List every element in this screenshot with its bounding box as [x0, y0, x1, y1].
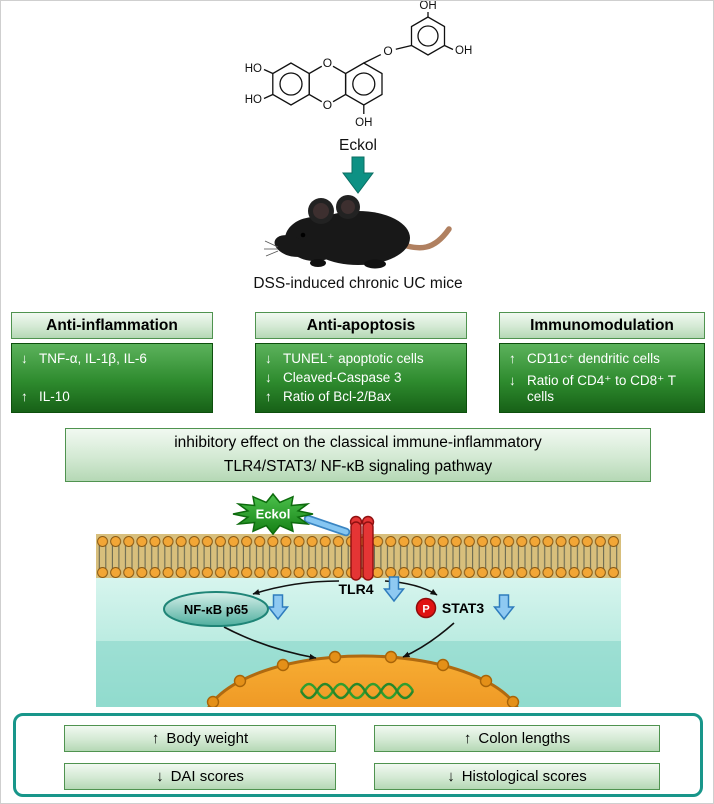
downregulation-arrow-icon [266, 594, 290, 621]
outcome-box: ↓ Histological scores [374, 763, 660, 790]
outcomes-panel: ↑ Body weight ↑ Colon lengths ↓ DAI scor… [13, 713, 703, 797]
panel-body: ↑ CD11c⁺ dendritic cells ↓ Ratio of CD4⁺… [499, 343, 705, 413]
nuclear-pores [206, 650, 520, 707]
outcome-box: ↑ Colon lengths [374, 725, 660, 752]
panel-item: ↓ Cleaved-Caspase 3 [265, 370, 457, 386]
nfkb-label: NF-κB p65 [184, 602, 248, 617]
panel-item: ↓ TUNEL⁺ apoptotic cells [265, 351, 457, 367]
panel-body: ↓ TNF-α, IL-1β, IL-6 ↑ IL-10 [11, 343, 213, 413]
phospho-label: P [422, 604, 429, 616]
panel-item-text: TUNEL⁺ apoptotic cells [283, 351, 424, 366]
panel-item: ↓ TNF-α, IL-1β, IL-6 [21, 351, 203, 367]
hydroxyl-label-left: HO [245, 63, 262, 75]
tlr4-receptor [349, 515, 375, 581]
cell-signaling-diagram: Eckol TLR4 NF-κB p65 P STAT3 [96, 492, 621, 707]
decrease-arrow-text: ↓ [447, 768, 455, 785]
panel-item: ↓ Ratio of CD4⁺ to CD8⁺ T cells [509, 373, 695, 405]
outcome-text: Body weight [166, 730, 249, 747]
hydroxyl-label-lower-left: HO [245, 94, 262, 106]
eckol-structure-drawing: O O O OH OH HO HO OH [245, 1, 473, 129]
oxygen-halo [381, 44, 395, 58]
hydroxyl-label-right: OH [455, 45, 472, 57]
effect-panel-immunomodulation: Immunomodulation ↑ CD11c⁺ dendritic cell… [499, 312, 705, 413]
hydroxyl-label-top: OH [419, 0, 436, 12]
panel-item-text: Ratio of Bcl-2/Bax [283, 388, 392, 404]
panel-item-text: Cleaved-Caspase 3 [283, 369, 402, 385]
increase-arrow-text: ↑ [463, 730, 472, 747]
outcome-text: Histological scores [461, 768, 587, 785]
mouse-photo [264, 195, 452, 269]
downregulation-arrow-icon [382, 576, 406, 603]
panel-item-text: IL-10 [39, 388, 70, 404]
panel-title: Immunomodulation [499, 312, 705, 339]
outcome-box: ↓ DAI scores [64, 763, 336, 790]
decrease-arrow-text: ↓ [509, 372, 516, 388]
pathway-summary-line2: TLR4/STAT3/ NF-κB signaling pathway [223, 458, 493, 475]
dna-icon [299, 682, 415, 700]
decrease-arrow-text: ↓ [21, 351, 28, 366]
molecule-name: Eckol [339, 137, 377, 154]
stat3-label: STAT3 [442, 600, 484, 616]
phospho-badge [415, 597, 437, 619]
increase-arrow-text: ↑ [509, 351, 516, 366]
ring-oxygen-label: O [323, 56, 332, 70]
increase-arrow-text: ↑ [265, 388, 272, 404]
mouse-caption: DSS-induced chronic UC mice [253, 275, 463, 292]
down-arrow-icon [342, 156, 374, 194]
ring-oxygen-label: O [323, 98, 332, 112]
panel-item: ↑ CD11c⁺ dendritic cells [509, 351, 695, 367]
panel-title: Anti-inflammation [11, 312, 213, 339]
oxygen-halo [320, 56, 334, 70]
increase-arrow-text: ↑ [151, 730, 160, 747]
nfkb-oval [163, 591, 269, 627]
panel-body: ↓ TUNEL⁺ apoptotic cells ↓ Cleaved-Caspa… [255, 343, 467, 413]
panel-item-text: TNF-α, IL-1β, IL-6 [39, 351, 147, 366]
pathway-summary-line1: inhibitory effect on the classical immun… [174, 433, 542, 451]
decrease-arrow-text: ↓ [156, 768, 164, 785]
panel-title: Anti-apoptosis [255, 312, 467, 339]
downregulation-arrow-icon [492, 594, 516, 621]
panel-item: ↑ IL-10 [21, 389, 203, 405]
pathway-summary-box: inhibitory effect on the classical immun… [65, 428, 651, 482]
increase-arrow-text: ↑ [21, 388, 28, 404]
ether-oxygen-label: O [383, 44, 392, 58]
oxygen-halo [320, 98, 334, 112]
decrease-arrow-text: ↓ [265, 351, 272, 366]
eckol-starburst [232, 492, 314, 536]
outcome-box: ↑ Body weight [64, 725, 336, 752]
receptor-label: TLR4 [339, 581, 374, 597]
effect-panel-anti-inflammation: Anti-inflammation ↓ TNF-α, IL-1β, IL-6 ↑… [11, 312, 213, 413]
decrease-arrow-text: ↓ [265, 369, 272, 385]
effect-panel-anti-apoptosis: Anti-apoptosis ↓ TUNEL⁺ apoptotic cells … [255, 312, 467, 413]
panel-item: ↑ Ratio of Bcl-2/Bax [265, 389, 457, 405]
eckol-ligand-label: Eckol [256, 507, 291, 522]
nucleus [206, 650, 520, 707]
outcome-text: Colon lengths [478, 730, 571, 747]
panel-item-text: CD11c⁺ dendritic cells [527, 351, 660, 366]
panel-item-text: Ratio of CD4⁺ to CD8⁺ T cells [527, 372, 676, 404]
outcome-text: DAI scores [170, 768, 244, 785]
mouse-eye [300, 232, 306, 238]
hydroxyl-label-bottom: OH [355, 117, 372, 129]
